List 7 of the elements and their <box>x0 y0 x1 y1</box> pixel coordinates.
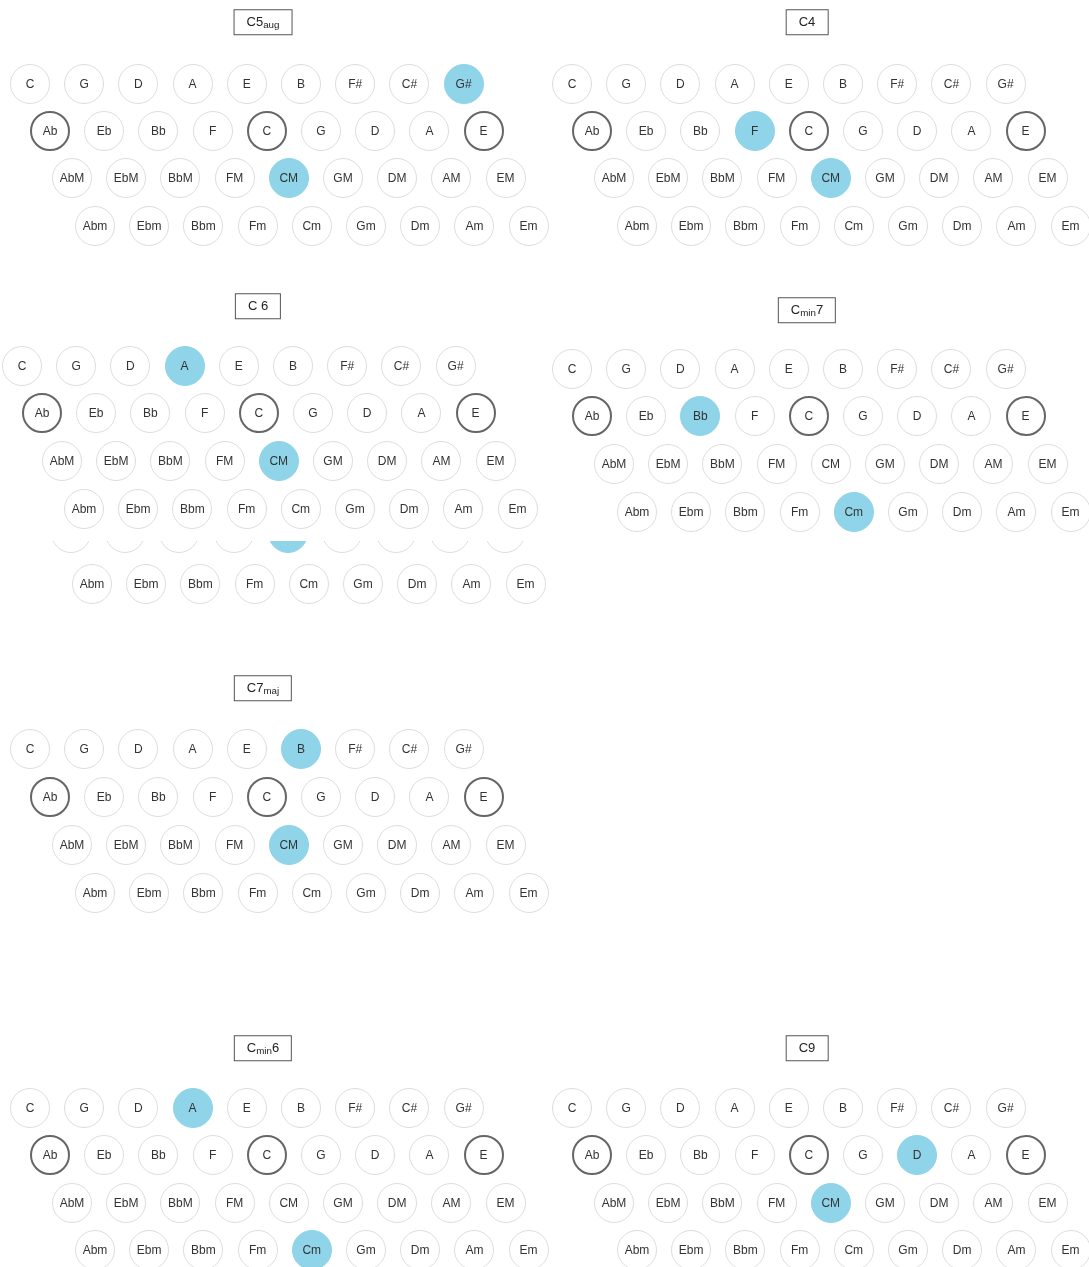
chord-title-box: C$_{min}$6 <box>233 1035 293 1061</box>
chord-title-box: C9 <box>785 1035 829 1061</box>
chord-title-box: C$_{min}$7 <box>777 297 837 323</box>
chord-title-box: C4 <box>785 9 829 35</box>
chord-title-box: C 6 <box>234 293 282 319</box>
chord-title-box: C7$_{maj}$ <box>233 675 293 701</box>
chord-title-box: C5$_{aug}$ <box>233 9 293 35</box>
